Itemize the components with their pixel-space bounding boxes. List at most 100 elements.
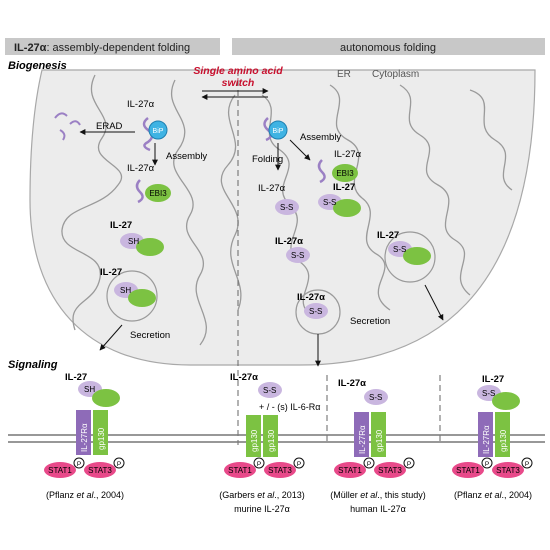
sig-stat1-label-3: STAT1 <box>338 466 362 475</box>
il27a-unfolded-3 <box>263 117 273 142</box>
sig-gp130-label-2a: gp130 <box>250 429 259 452</box>
il27a-label-2: IL-27α <box>127 163 155 174</box>
il27-label-4: IL-27 <box>377 230 399 241</box>
sig-gp130-label-1: gp130 <box>97 427 106 450</box>
ss-label-2: S-S <box>280 203 293 212</box>
sig-il27a-2 <box>258 382 282 398</box>
sig-gp130-2b <box>263 415 278 457</box>
sig-stat3-label-1: STAT3 <box>88 466 112 475</box>
sig-p-label-3b: P <box>407 461 411 468</box>
sig-gp130-3 <box>371 412 386 457</box>
il27a-label-4: IL-27α <box>258 183 286 194</box>
ref-1: (Pflanz et al., 2004) <box>46 490 124 500</box>
secretion-arrow-left <box>99 324 123 351</box>
bip-chaperone-1 <box>148 120 168 140</box>
er-membrane-left <box>61 74 242 346</box>
switch-line2: switch <box>222 77 255 89</box>
ref-3: (Müller et al., this study) <box>330 490 426 500</box>
il27a-folded-4 <box>275 199 299 215</box>
il27-label-2: IL-27 <box>100 267 122 278</box>
il27a-folded-5 <box>286 247 310 263</box>
secretion-arrow-right-2 <box>424 284 444 321</box>
sig-p-1a <box>73 457 85 469</box>
ss-label-3: S-S <box>291 251 304 260</box>
ref-3-sub: human IL-27α <box>350 504 406 514</box>
sig-il27ra-3 <box>354 412 369 457</box>
sig-ss-label-4: S-S <box>482 389 495 398</box>
sig-il6r-label: + / - (s) IL-6-Rα <box>259 402 320 412</box>
assembly-label-right: Assembly <box>300 132 341 143</box>
ebi3-label-2: EBI3 <box>336 169 354 178</box>
switch-line1: Single amino acid <box>193 65 283 77</box>
signaling-col-2: IL-27α S-S + / - (s) IL-6-Rα gp130 gp130… <box>219 372 320 514</box>
sig-stat3-2 <box>264 462 296 478</box>
ebi3-subunit-3 <box>128 289 156 307</box>
ref-2: (Garbers et al., 2013) <box>219 490 305 500</box>
secretion-label-left: Secretion <box>130 330 170 341</box>
il27a-label-3: IL-27α <box>334 149 362 160</box>
folding-label: Folding <box>252 154 283 165</box>
sig-p-label-3a: P <box>367 461 371 468</box>
assembly-arrow-right <box>289 139 311 161</box>
ref-2-sub: murine IL-27α <box>234 504 290 514</box>
right-pathway: BiP Assembly Folding IL-27α EBI3 IL-27 S… <box>252 117 444 367</box>
ref-4: (Pflanz et al., 2004) <box>454 490 532 500</box>
sig-gp130-label-4: gp130 <box>499 429 508 452</box>
sig-stat3-1 <box>84 462 116 478</box>
assembly-label-left: Assembly <box>166 151 207 162</box>
sig-stat1-2 <box>224 462 256 478</box>
header: IL-27α: assembly-dependent folding auton… <box>5 38 545 55</box>
header-right-text: autonomous folding <box>340 42 436 54</box>
sig-stat1-4 <box>452 462 484 478</box>
left-pathway: ERAD IL-27α BiP Assembly IL-27α EBI3 IL-… <box>54 99 207 351</box>
ss-label-4: S-S <box>393 245 406 254</box>
sig-il27ra-label-4: IL-27Rα <box>482 425 491 454</box>
il27a-label-1: IL-27α <box>127 99 155 110</box>
sig-p-label-1a: P <box>77 461 81 468</box>
sig-p-label-4b: P <box>525 461 529 468</box>
sig-stat3-label-2: STAT3 <box>268 466 292 475</box>
sig-gp130-1 <box>93 410 108 455</box>
il27-label-3: IL-27 <box>333 182 355 193</box>
sig-p-3b <box>403 457 415 469</box>
ebi3-subunit-4 <box>332 164 358 182</box>
sig-sh-label: SH <box>84 385 95 394</box>
bip-chaperone-2 <box>268 120 288 140</box>
sig-gp130-label-3: gp130 <box>375 429 384 452</box>
sh-label-1: SH <box>128 237 139 246</box>
il27a-unfolded-2 <box>135 179 144 204</box>
sig-gp130-4 <box>495 412 510 457</box>
sig-p-label-2b: P <box>297 461 301 468</box>
il27a-label-6: IL-27α <box>297 292 325 303</box>
bip-label-2: BiP <box>273 128 284 135</box>
sig-ebi3-1 <box>92 389 120 407</box>
sig-ss-label-3: S-S <box>369 393 382 402</box>
signaling-col-3: IL-27α S-S IL-27Rα gp130 STAT1 P STAT3 P… <box>330 378 426 514</box>
erad-label: ERAD <box>96 121 123 132</box>
sig-il27ra-1 <box>76 410 91 455</box>
signaling-title: Signaling <box>8 359 58 371</box>
sig-stat1-3 <box>334 462 366 478</box>
sig-il27a-label-3: IL-27α <box>338 378 366 389</box>
il27-label-1: IL-27 <box>110 220 132 231</box>
erad-fragments <box>54 112 81 141</box>
sig-p-4a <box>481 457 493 469</box>
sig-ebi3-4 <box>492 392 520 410</box>
ss-label-5: S-S <box>309 307 322 316</box>
secretion-label-right: Secretion <box>350 316 390 327</box>
sig-p-4b <box>521 457 533 469</box>
biogenesis-title: Biogenesis <box>8 60 67 72</box>
sig-stat1-1 <box>44 462 76 478</box>
sig-stat1-label-2: STAT1 <box>228 466 252 475</box>
il27a-unfolded-4 <box>317 159 326 184</box>
sig-il27ra-4 <box>478 412 493 457</box>
ebi3-label-1: EBI3 <box>149 189 167 198</box>
header-right-bar <box>232 38 545 55</box>
ss-label-1: S-S <box>323 198 336 207</box>
sig-gp130-label-2b: gp130 <box>267 429 276 452</box>
signaling-col-1: IL-27 SH IL-27Rα gp130 STAT1 P STAT3 P (… <box>44 372 125 500</box>
sig-il27a-3 <box>364 389 388 405</box>
secretory-vesicle-left <box>106 270 158 322</box>
er-label: ER <box>337 69 351 80</box>
sig-p-1b <box>113 457 125 469</box>
